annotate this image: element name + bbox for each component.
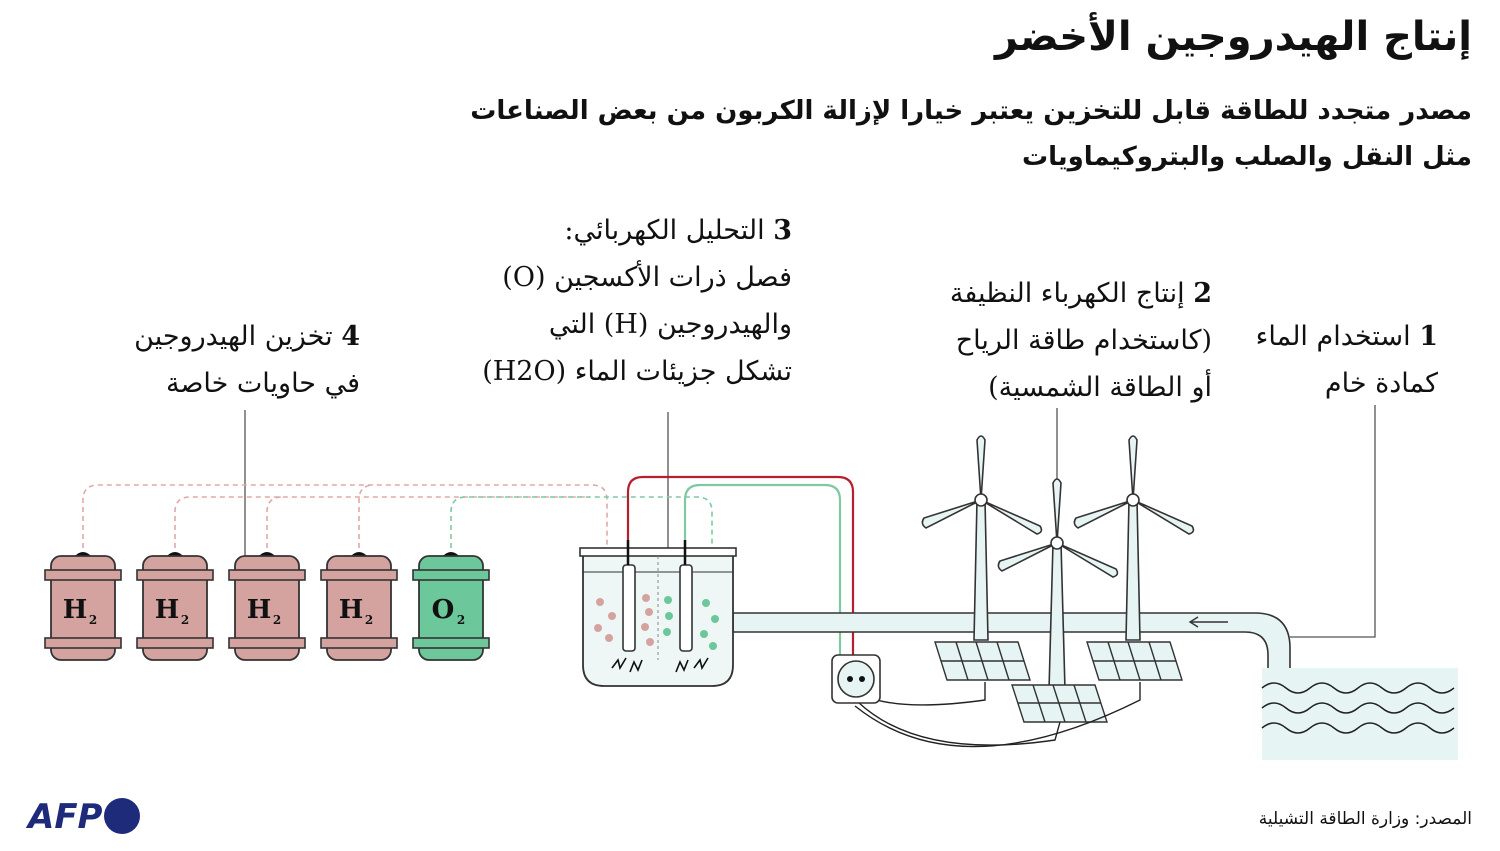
tank-body [326, 555, 392, 661]
source-note: المصدر: وزارة الطاقة التشيلية [1258, 809, 1472, 829]
cathode-electrode [622, 564, 636, 652]
subtitle-line-2: مثل النقل والصلب والبتروكيماويات [1021, 142, 1472, 172]
step-1-line-1: استخدام الماء [1255, 321, 1411, 352]
solar-panel-icon [1011, 684, 1108, 723]
tank-subscript: 2 [89, 613, 97, 627]
tank-body [234, 555, 300, 661]
step-4-line-2: في حاويات خاصة [165, 368, 360, 399]
step-3-line-4: تشكل جزيئات الماء (H2O) [482, 356, 792, 387]
wind-turbine-icon [921, 435, 1043, 641]
pointer-lines [244, 405, 1376, 638]
oxygen-bubbles [663, 596, 719, 650]
tank-band-top [136, 569, 214, 581]
step-3-label: 3 التحليل الكهربائي: فصل ذرات الأكسجين (… [482, 207, 792, 395]
hydrogen-line-2 [174, 496, 590, 548]
step-2-label: 2 إنتاج الكهرباء النظيفة (كاستخدام طاقة … [950, 270, 1212, 411]
hydrogen-line-3 [266, 496, 283, 548]
tank-label: H [247, 595, 272, 625]
tank-band-top [228, 569, 306, 581]
flow-arrow-icon [1188, 616, 1228, 628]
power-socket-icon [831, 654, 881, 704]
water-body [1262, 668, 1458, 760]
wind-turbines [921, 435, 1195, 691]
tank-subscript: 2 [273, 613, 281, 627]
solar-panel-icon [934, 641, 1031, 681]
step-3-line-1: التحليل الكهربائي: [564, 215, 765, 246]
tank-label: O [432, 595, 455, 625]
step-4-number: 4 [341, 321, 360, 352]
tank-subscript: 2 [365, 613, 373, 627]
tank-band-bottom [412, 637, 490, 649]
step-1-line-2: كمادة خام [1324, 368, 1438, 399]
power-wires [626, 475, 855, 660]
tank-band-bottom [44, 637, 122, 649]
step-2-number: 2 [1193, 278, 1212, 309]
afp-logo: AFP [28, 797, 103, 837]
solar-panels [934, 641, 1183, 723]
electrolyzer-lid [579, 547, 737, 557]
electrolyzer [579, 540, 737, 687]
step-1-pointer [1290, 405, 1376, 638]
step-1-number: 1 [1419, 321, 1438, 352]
tank-body [418, 555, 484, 661]
gas-lines [82, 484, 713, 548]
tank-band-top [412, 569, 490, 581]
step-2-line-3: أو الطاقة الشمسية) [988, 372, 1212, 403]
tank-band-top [44, 569, 122, 581]
tank-band-top [320, 569, 398, 581]
tank-body [142, 555, 208, 661]
hydrogen-bubbles [594, 594, 654, 646]
water-source [1261, 668, 1458, 760]
electric-spark-icon [611, 657, 709, 673]
step-4-line-1: تخزين الهيدروجين [134, 321, 333, 352]
tank-subscript: 2 [181, 613, 189, 627]
step-3-line-3: والهيدروجين (H) التي [548, 309, 792, 340]
tank-band-bottom [320, 637, 398, 649]
wave-icon [1261, 682, 1455, 734]
tank-band-bottom [228, 637, 306, 649]
step-2-line-1: إنتاج الكهرباء النظيفة [949, 278, 1185, 309]
solar-panel-icon [1086, 641, 1183, 681]
green-wire [683, 483, 842, 660]
hydrogen-line-4 [358, 484, 375, 548]
electrolyzer-tank [582, 554, 734, 687]
wind-turbine-icon [1073, 435, 1195, 641]
anode-electrode [679, 564, 693, 652]
tank-label: H [339, 595, 364, 625]
tank-subscript: 2 [457, 613, 465, 627]
wind-turbine-icon [997, 478, 1119, 691]
hydrogen-line-1 [82, 484, 608, 548]
step-3-line-2: فصل ذرات الأكسجين (O) [502, 262, 792, 293]
step-1-label: 1 استخدام الماء كمادة خام [1256, 313, 1438, 407]
red-wire [626, 475, 855, 660]
tank-band-bottom [136, 637, 214, 649]
tank-label: H [63, 595, 88, 625]
step-3-number: 3 [773, 215, 792, 246]
tank-body [50, 555, 116, 661]
afp-logo-dot [104, 798, 140, 834]
step-2-line-2: (كاستخدام طاقة الرياح [955, 325, 1212, 356]
oxygen-line [450, 496, 713, 548]
tank-label: H [155, 595, 180, 625]
step-4-label: 4 تخزين الهيدروجين في حاويات خاصة [134, 313, 360, 407]
page-title: إنتاج الهيدروجين الأخضر [995, 14, 1472, 60]
subtitle-line-1: مصدر متجدد للطاقة قابل للتخزين يعتبر خيا… [470, 96, 1472, 126]
